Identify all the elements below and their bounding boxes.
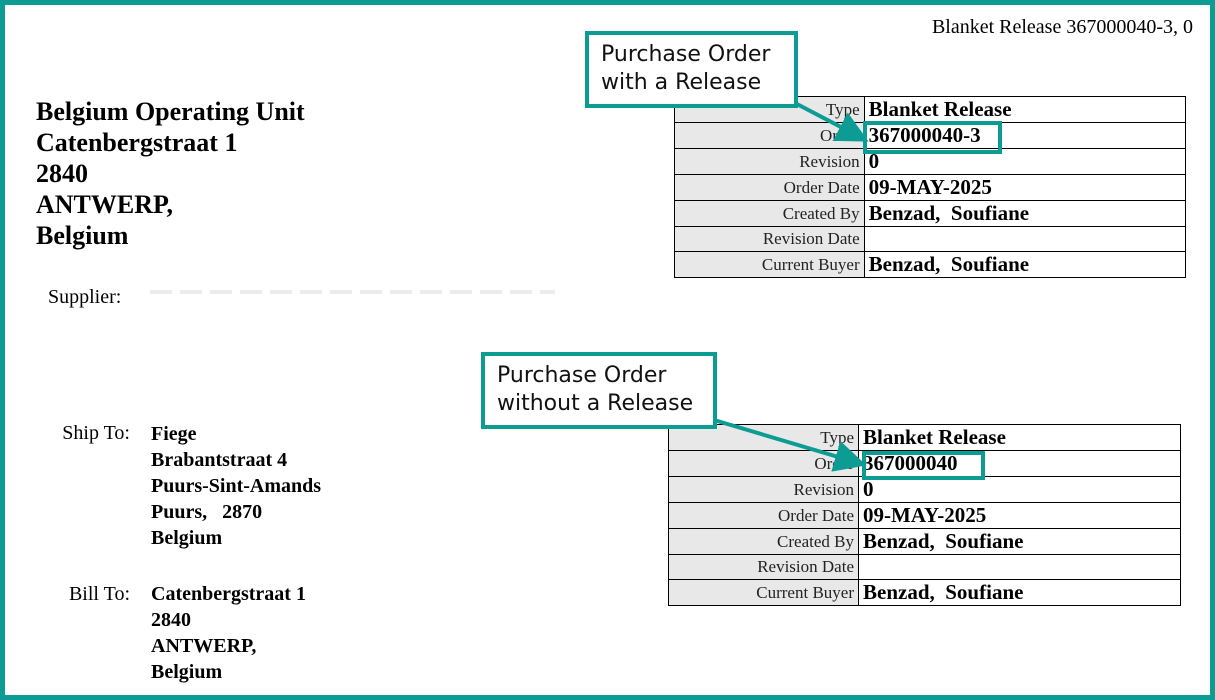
po-key: Revision Date (674, 226, 865, 252)
po-key: Order Date (674, 174, 865, 201)
po-key: Created By (674, 200, 865, 227)
header-reference: Blanket Release 367000040-3, 0 (931, 16, 1193, 38)
callout-line: Purchase Order (601, 42, 771, 67)
bill-to-line: Belgium (151, 661, 223, 683)
callout-line: Purchase Order (497, 363, 667, 388)
po-without-release-table: Type Blanket Release Order 367000040 Rev… (668, 424, 1181, 606)
callout-without-release: Purchase Order without a Release (481, 352, 717, 429)
operating-unit-address: Belgium Operating Unit Catenbergstraat 1… (36, 96, 305, 251)
po-key: Current Buyer (668, 579, 859, 606)
po-value: Benzad, Soufiane (858, 528, 1181, 555)
po-value: Benzad, Soufiane (863, 251, 1187, 278)
bill-to-address: Catenbergstraat 1 2840 ANTWERP, Belgium (151, 581, 306, 685)
ship-to-line: Fiege (151, 423, 197, 445)
po-key: Current Buyer (674, 251, 865, 278)
po-order-number: 367000040-3 (863, 122, 1187, 149)
po-key: Revision (674, 148, 865, 175)
callout-line: without a Release (497, 391, 694, 416)
bill-to-line: Catenbergstraat 1 (151, 583, 306, 605)
po-value (858, 554, 1181, 580)
callout-with-release: Purchase Order with a Release (585, 31, 798, 108)
po-value: Benzad, Soufiane (863, 200, 1187, 227)
bill-to-line: ANTWERP, (151, 635, 257, 657)
po-value: Benzad, Soufiane (858, 579, 1181, 606)
bill-to-label: Bill To: (68, 583, 130, 605)
po-row-revision: Revision 0 (674, 148, 1187, 175)
ship-to-line: Brabantstraat 4 (151, 449, 288, 471)
po-row-order-date: Order Date 09-MAY-2025 (674, 174, 1187, 201)
po-row-order-date: Order Date 09-MAY-2025 (668, 502, 1181, 529)
supplier-redacted (150, 290, 555, 294)
po-row-revision-date: Revision Date (668, 554, 1181, 580)
ship-to-line: Puurs, 2870 (151, 501, 263, 523)
po-row-created-by: Created By Benzad, Soufiane (668, 528, 1181, 555)
arrow-without-release (713, 418, 867, 472)
ship-to-address: Fiege Brabantstraat 4 Puurs-Sint-Amands … (151, 421, 321, 551)
ou-line: 2840 (36, 159, 88, 188)
po-row-created-by: Created By Benzad, Soufiane (674, 200, 1187, 227)
po-row-type: Type Blanket Release (668, 424, 1181, 451)
po-value: Blanket Release (863, 96, 1187, 123)
po-key: Order Date (668, 502, 859, 529)
ou-line: ANTWERP, (36, 190, 174, 219)
ship-to-line: Belgium (151, 527, 223, 549)
po-row-current-buyer: Current Buyer Benzad, Soufiane (668, 579, 1181, 606)
supplier-label: Supplier: (48, 286, 122, 308)
po-key: Revision Date (668, 554, 859, 580)
ou-line: Catenbergstraat 1 (36, 128, 238, 157)
ship-to-line: Puurs-Sint-Amands (151, 475, 322, 497)
bill-to-line: 2840 (151, 609, 191, 631)
ship-to-label: Ship To: (62, 422, 130, 444)
ou-line: Belgium (36, 221, 129, 250)
arrow-with-release (794, 101, 869, 142)
callout-line: with a Release (601, 70, 762, 95)
po-key: Created By (668, 528, 859, 555)
ou-line: Belgium Operating Unit (36, 97, 305, 126)
po-value: 09-MAY-2025 (863, 174, 1187, 201)
po-row-current-buyer: Current Buyer Benzad, Soufiane (674, 251, 1187, 278)
po-value: 09-MAY-2025 (858, 502, 1181, 529)
po-value: Blanket Release (858, 424, 1181, 451)
